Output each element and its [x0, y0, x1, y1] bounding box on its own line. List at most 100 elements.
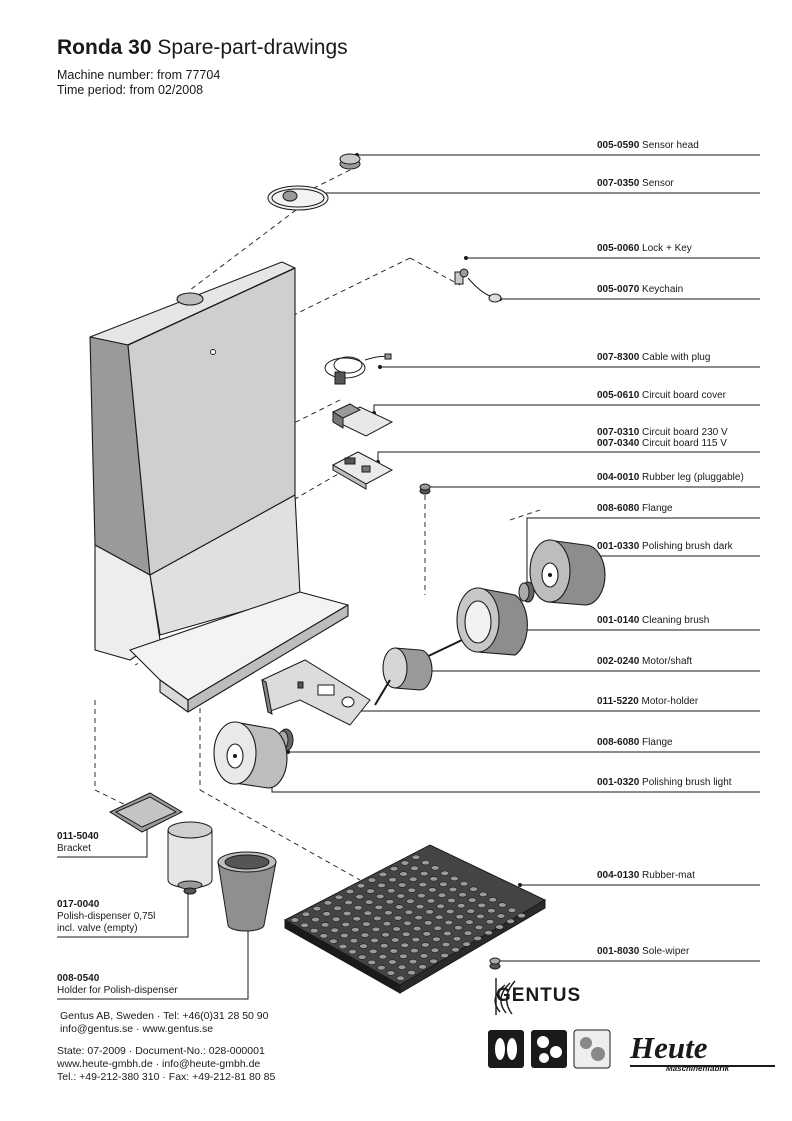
part-label-sensor: 007-0350 Sensor — [597, 178, 674, 189]
mat-cell — [368, 948, 378, 955]
mat-cell — [477, 902, 487, 909]
mat-cell — [388, 877, 397, 883]
part-label-rubber-leg: 004-0010 Rubber leg (pluggable) — [597, 472, 744, 483]
mat-cell — [450, 875, 459, 882]
part-label-circuit-board-230: 007-0310 Circuit board 230 V — [597, 427, 728, 438]
mat-cell — [487, 908, 496, 914]
mat-cell — [422, 931, 432, 937]
mat-cell — [377, 965, 386, 971]
mat-cell — [367, 959, 377, 966]
mat-cell — [390, 937, 400, 943]
mat-cell — [445, 908, 455, 915]
mat-cell — [412, 925, 422, 932]
mat-cell — [344, 899, 353, 906]
mat-cell — [377, 882, 386, 889]
mat-cell — [357, 954, 367, 960]
mat-cell — [389, 866, 399, 872]
mat-cell — [403, 920, 412, 926]
mat-cell — [448, 886, 458, 893]
mat-cell — [320, 922, 330, 928]
mat-cell — [462, 941, 471, 947]
part-label-circuit-board-115: 007-0340 Circuit board 115 V — [597, 438, 727, 449]
part-label-flange-1: 008-6080 Flange — [597, 503, 673, 514]
mat-cell — [447, 897, 456, 904]
mat-cell — [340, 932, 349, 939]
mat-cell — [401, 931, 411, 937]
mat-cell — [444, 919, 454, 926]
mat-cell — [382, 921, 392, 927]
mat-cell — [381, 932, 390, 938]
mat-cell — [454, 925, 463, 931]
mat-cell — [439, 881, 448, 887]
mat-cell — [322, 911, 331, 917]
mat-cell — [430, 865, 440, 871]
mat-cell — [419, 953, 429, 959]
mat-cell — [341, 921, 351, 928]
part-label-circuit-board-cover: 005-0610 Circuit board cover — [597, 390, 726, 401]
document-state: State: 07-2009 · Document-No.: 028-00000… — [57, 1045, 265, 1057]
mat-cell — [353, 905, 363, 911]
mat-cell — [396, 975, 405, 981]
mat-cell — [397, 882, 407, 888]
mat-cell — [404, 909, 414, 915]
mat-cell — [392, 926, 401, 932]
mat-cell — [408, 958, 418, 965]
page-title: Ronda 30 Spare-part-drawings — [57, 36, 348, 59]
mat-cell — [352, 916, 362, 922]
mat-cell — [436, 903, 445, 909]
mat-cell — [407, 887, 417, 893]
part-label-motor-shaft: 002-0240 Motor/shaft — [597, 656, 693, 667]
mat-cell — [434, 914, 444, 920]
gentus-contact-line2: info@gentus.se · www.gentus.se — [60, 1023, 214, 1035]
mat-cell — [451, 947, 460, 953]
gentus-logo: GENTUS — [496, 985, 582, 1006]
mat-cell — [485, 919, 495, 925]
heute-phone: Tel.: +49-212-380 310 · Fax: +49-212-81 … — [57, 1071, 276, 1083]
mat-cell — [473, 935, 482, 942]
mat-cell — [349, 938, 359, 944]
mat-cell — [429, 958, 438, 964]
mat-cell — [362, 921, 371, 927]
gentus-contact-line1: Gentus AB, Sweden · Tel: +46(0)31 28 50 … — [60, 1010, 269, 1022]
mat-cell — [469, 886, 478, 892]
mat-cell — [309, 927, 319, 934]
mat-cell — [400, 860, 410, 866]
mat-cell — [452, 936, 462, 942]
mat-cell — [476, 913, 485, 920]
part-label-cable-plug: 007-8300 Cable with plug — [597, 352, 711, 363]
mat-cell — [488, 897, 498, 903]
mat-cell — [417, 892, 426, 899]
heute-logo-subtitle: Maschinenfabrik — [666, 1064, 730, 1073]
mat-cell — [455, 914, 465, 920]
mat-cell — [419, 870, 429, 877]
mat-cell — [356, 883, 366, 889]
mat-cell — [400, 942, 410, 948]
mat-cell — [364, 899, 374, 905]
mat-cell — [418, 881, 428, 888]
mat-cell — [367, 877, 377, 883]
mat-cell — [443, 930, 452, 937]
part-label-cleaning-brush: 001-0140 Cleaning brush — [597, 615, 710, 626]
mat-cell — [458, 892, 467, 898]
part-label-sensor-head: 005-0590 Sensor head — [597, 140, 699, 151]
mat-cell — [465, 919, 474, 925]
mat-cell — [338, 943, 348, 950]
mat-cell — [385, 899, 395, 905]
part-label-motor-holder: 011-5220 Motor-holder — [597, 696, 699, 707]
mat-cell — [414, 914, 423, 921]
mat-cell — [360, 932, 370, 938]
mat-cell — [410, 947, 419, 954]
mat-cell — [397, 964, 407, 970]
mat-cell — [331, 916, 341, 922]
mat-cell — [474, 924, 484, 931]
mat-cell — [333, 905, 342, 911]
mat-cell — [329, 938, 338, 944]
mat-cell — [433, 925, 443, 931]
mat-cell — [399, 871, 408, 877]
mat-cell — [351, 927, 360, 933]
mat-cell — [432, 936, 441, 942]
mat-cell — [378, 954, 388, 960]
machine-number: Machine number: from 77704 — [57, 68, 221, 82]
